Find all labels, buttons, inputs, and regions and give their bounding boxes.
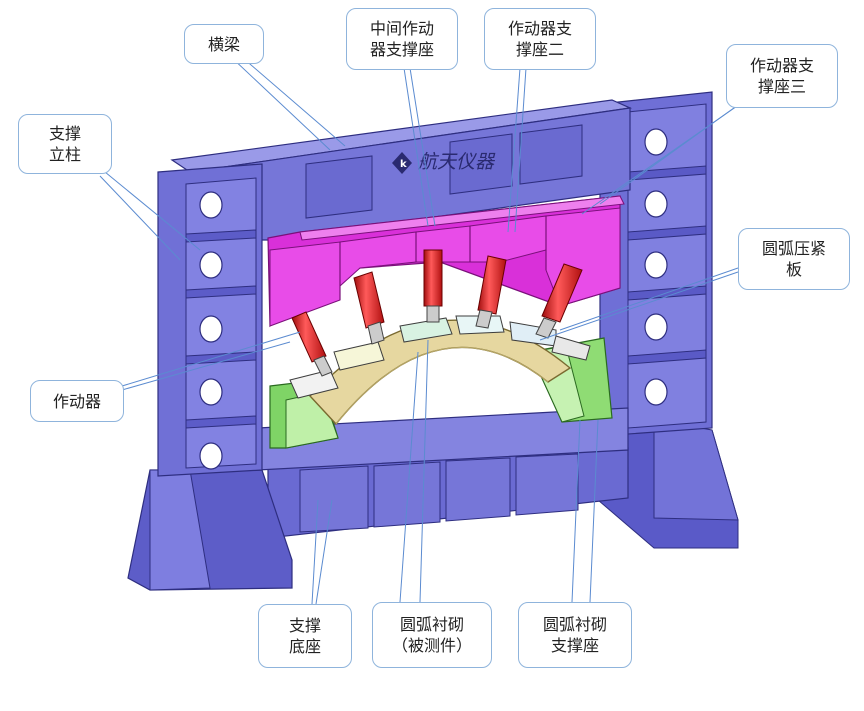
label-column-line1: 支撑 xyxy=(48,124,81,143)
label-actuator-support-2-line1: 作动器支 xyxy=(507,19,572,38)
label-actuator: 作动器 xyxy=(30,380,124,422)
svg-text:k: k xyxy=(400,159,407,170)
label-arc-lining-line2: （被测件） xyxy=(391,636,472,655)
label-actuator-text: 作动器 xyxy=(52,391,101,411)
label-crossbeam-text: 横梁 xyxy=(207,34,240,54)
label-column-line2: 立柱 xyxy=(48,145,81,164)
label-column: 支撑 立柱 xyxy=(18,114,112,174)
leader-lines xyxy=(99,51,746,605)
label-actuator-support-2: 作动器支 撑座二 xyxy=(484,8,596,70)
actuator-2 xyxy=(353,271,385,345)
label-actuator-support-3: 作动器支 撑座三 xyxy=(726,44,838,108)
label-base-line1: 支撑 xyxy=(288,616,321,635)
label-actuator-support-3-line1: 作动器支 xyxy=(749,56,814,75)
label-mid-actuator-support-line2: 器支撑座 xyxy=(369,40,434,59)
label-arc-lining-support-line1: 圆弧衬砌 xyxy=(542,615,607,634)
label-mid-actuator-support-line1: 中间作动 xyxy=(369,19,434,38)
label-arc-clamp-plate-line1: 圆弧压紧 xyxy=(761,239,826,258)
actuator-4 xyxy=(475,255,507,329)
actuators xyxy=(291,249,583,377)
label-arc-clamp-plate: 圆弧压紧 板 xyxy=(738,228,850,290)
label-crossbeam: 横梁 xyxy=(184,24,264,64)
arc-clamp-plates xyxy=(289,315,591,399)
label-arc-lining-support-line2: 支撑座 xyxy=(550,636,599,655)
actuator-3 xyxy=(423,249,443,323)
label-base-line2: 底座 xyxy=(288,637,321,656)
actuator-1 xyxy=(291,311,333,377)
label-actuator-support-3-line2: 撑座三 xyxy=(757,77,806,96)
brand-text: 航天仪器 xyxy=(418,151,496,173)
label-mid-actuator-support: 中间作动 器支撑座 xyxy=(346,8,458,70)
label-base: 支撑 底座 xyxy=(258,604,352,668)
bottom-base xyxy=(257,407,629,539)
actuator-5 xyxy=(535,263,583,339)
top-crossbeam: k 航天仪器 xyxy=(170,99,633,241)
left-column xyxy=(127,163,293,591)
actuator-support-beam xyxy=(267,195,625,328)
label-arc-clamp-plate-line2: 板 xyxy=(785,260,802,279)
label-arc-lining: 圆弧衬砌 （被测件） xyxy=(372,602,492,668)
label-arc-lining-line1: 圆弧衬砌 xyxy=(399,615,464,634)
brand-logo: k 航天仪器 xyxy=(392,151,496,174)
label-arc-lining-support: 圆弧衬砌 支撑座 xyxy=(518,602,632,668)
label-actuator-support-2-line2: 撑座二 xyxy=(515,40,564,59)
